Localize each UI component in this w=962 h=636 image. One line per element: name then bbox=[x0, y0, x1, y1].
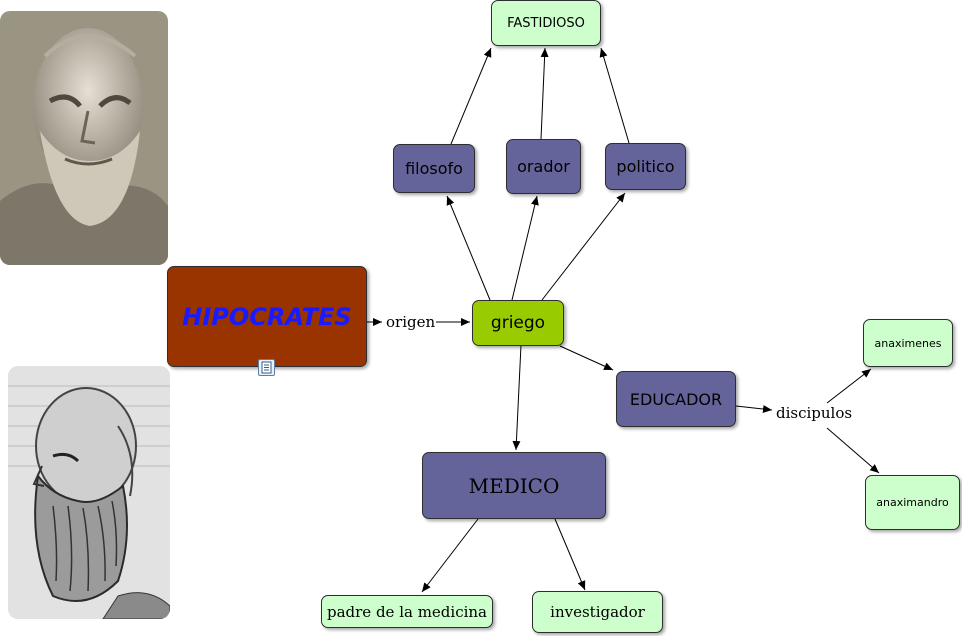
node-filosofo-label: filosofo bbox=[405, 159, 463, 178]
node-hipocrates[interactable]: HIPOCRATES bbox=[167, 266, 367, 367]
node-anaximenes[interactable]: anaximenes bbox=[863, 319, 953, 367]
node-politico[interactable]: politico bbox=[605, 143, 686, 190]
node-griego[interactable]: griego bbox=[472, 300, 564, 346]
node-griego-label: griego bbox=[490, 313, 546, 333]
node-orador-label: orador bbox=[517, 157, 570, 176]
node-anaximandro[interactable]: anaximandro bbox=[865, 475, 960, 530]
node-educador[interactable]: EDUCADOR bbox=[616, 371, 736, 427]
node-padre-label: padre de la medicina bbox=[326, 602, 488, 621]
hippocrates-bust-photo bbox=[0, 11, 168, 265]
node-medico[interactable]: MEDICO bbox=[422, 452, 606, 519]
link-label-discipulos: discipulos bbox=[775, 404, 854, 422]
node-fastidioso[interactable]: FASTIDIOSO bbox=[491, 0, 601, 46]
hippocrates-engraving-photo bbox=[8, 366, 170, 619]
node-padre-de-la-medicina[interactable]: padre de la medicina bbox=[321, 595, 493, 628]
link-label-origen: origen bbox=[385, 313, 437, 331]
node-orador[interactable]: orador bbox=[506, 139, 581, 194]
node-anaximenes-label: anaximenes bbox=[874, 336, 942, 350]
node-educador-label: EDUCADOR bbox=[629, 389, 723, 409]
document-icon[interactable] bbox=[258, 359, 275, 376]
node-investigador-label: investigador bbox=[550, 603, 645, 621]
node-fastidioso-label: FASTIDIOSO bbox=[507, 15, 585, 31]
node-filosofo[interactable]: filosofo bbox=[393, 144, 475, 193]
node-politico-label: politico bbox=[616, 157, 675, 176]
node-investigador[interactable]: investigador bbox=[532, 591, 663, 633]
node-medico-label: MEDICO bbox=[468, 473, 560, 498]
node-anaximandro-label: anaximandro bbox=[876, 496, 949, 509]
node-hipocrates-label: HIPOCRATES bbox=[182, 302, 352, 331]
